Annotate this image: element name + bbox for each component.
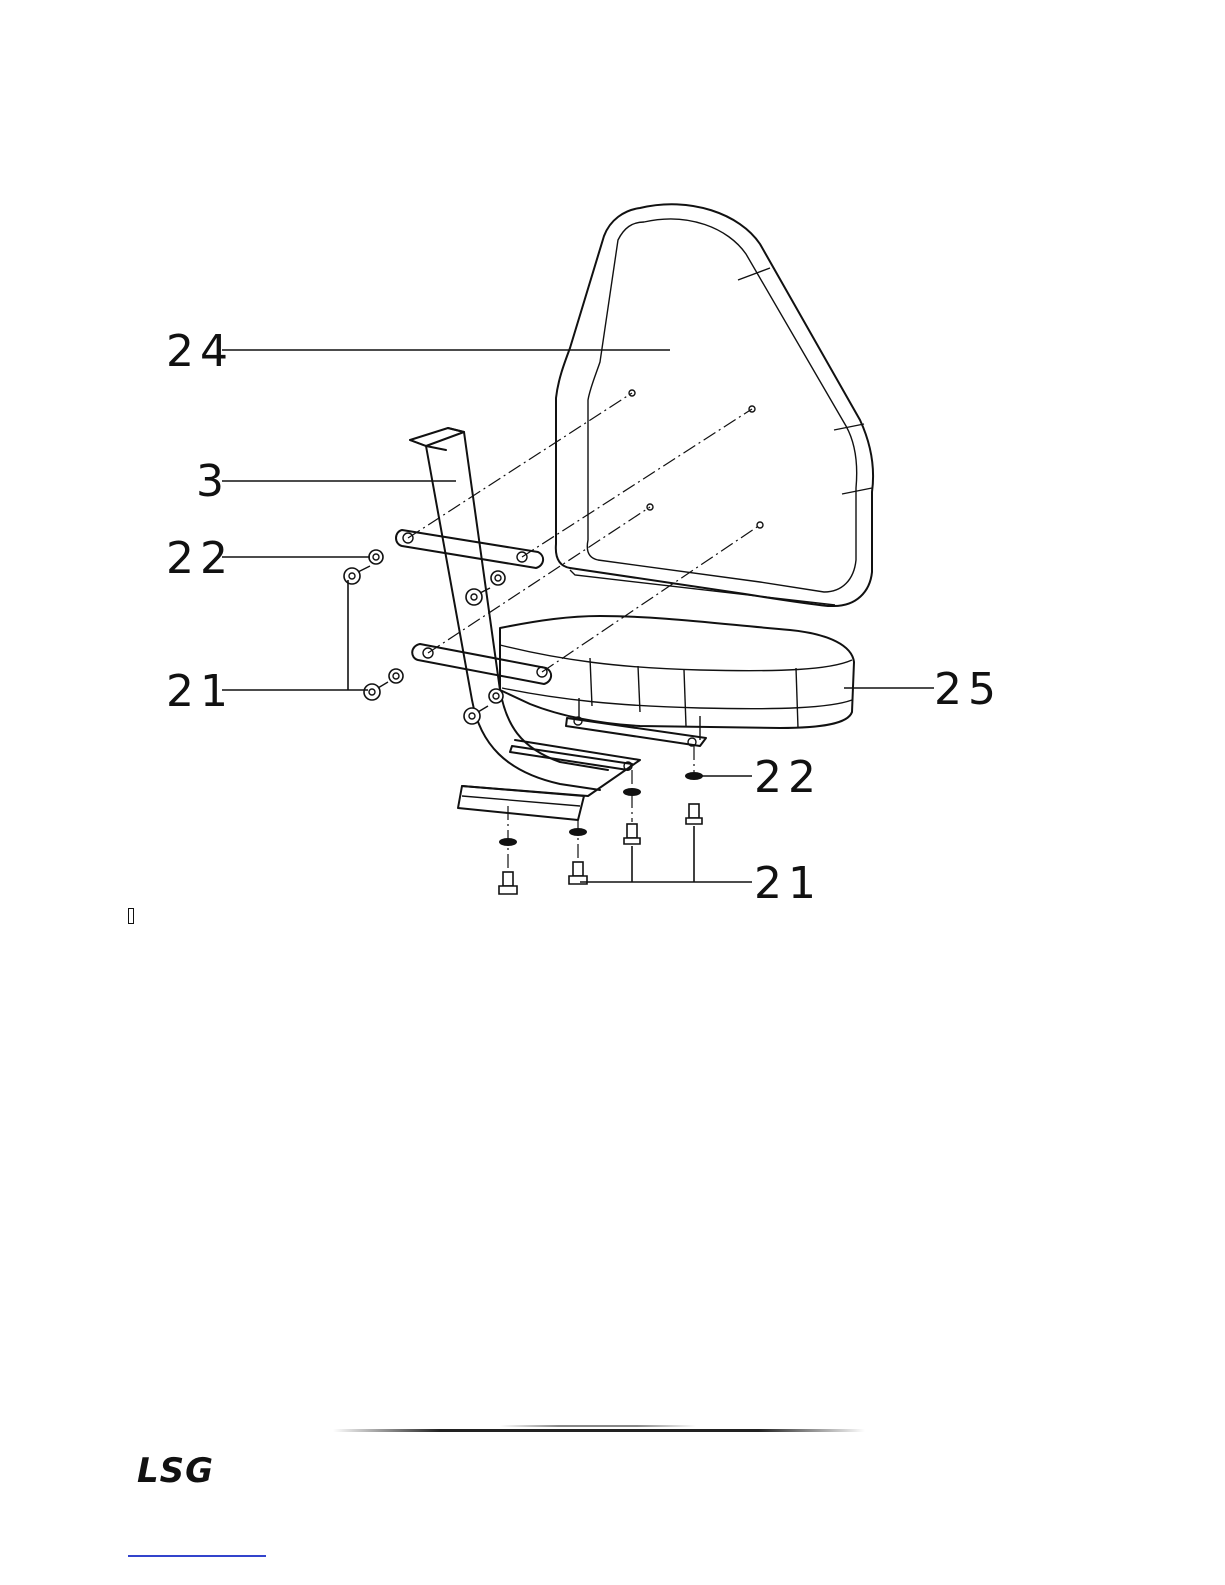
seat-frame-tube [396,428,608,790]
callout-25: 25 [934,664,1002,715]
callout-21-upper: 21 [166,666,234,717]
callout-3: 3 [196,456,230,507]
seat-assembly-exploded-diagram: 24 3 22 21 25 22 21 [0,0,1225,1000]
callout-21-lower: 21 [754,858,822,909]
footer-link-underline[interactable] [128,1555,266,1557]
callout-labels: 24 3 22 21 25 22 21 [166,326,1002,909]
backrest-cushion [556,204,873,606]
brand-logo-text: LSG [137,1455,214,1485]
seat-base-frame [458,698,706,820]
brand-logo: LSG [137,1455,227,1485]
missing-glyph-box [128,908,134,924]
callout-24: 24 [166,326,234,377]
seat-cushion [500,616,854,728]
footer-divider-accent [500,1425,696,1427]
footer-divider [333,1429,865,1432]
callout-22-upper: 22 [166,533,234,584]
callout-22-lower: 22 [754,752,822,803]
